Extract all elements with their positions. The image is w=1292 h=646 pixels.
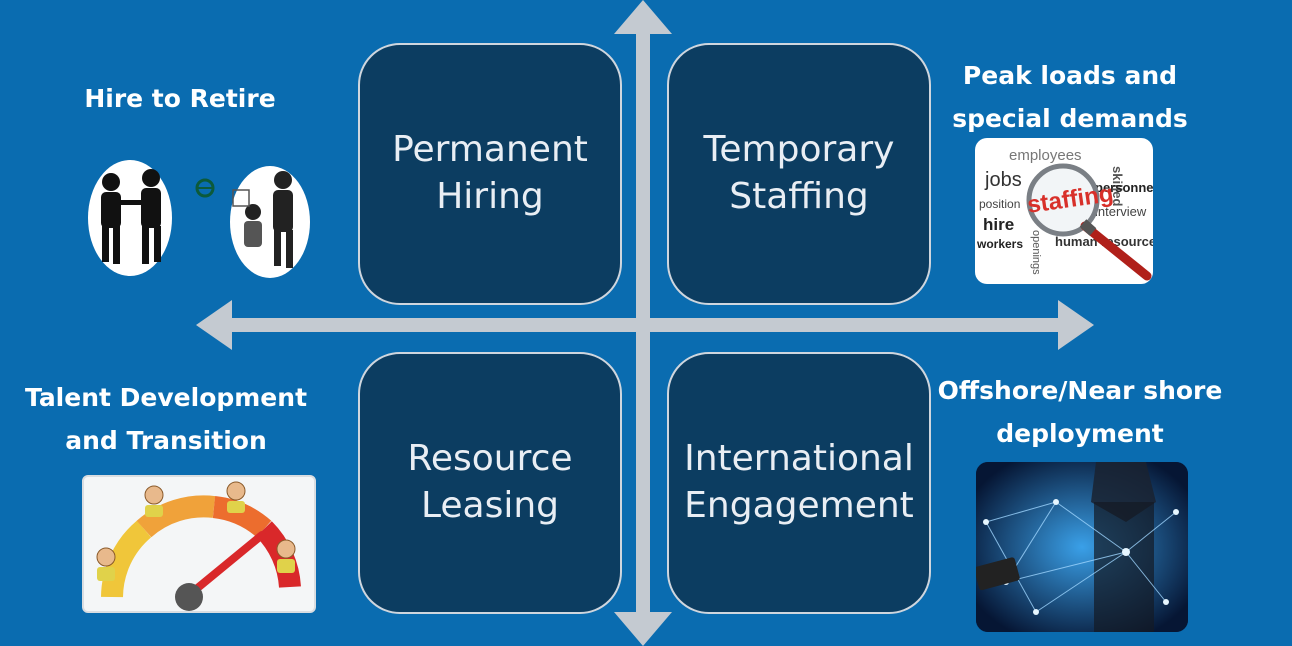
right-arrow-head: [1058, 300, 1094, 350]
word-hire: hire: [983, 215, 1014, 234]
word-position: position: [979, 197, 1020, 211]
word-skilled: skilled: [1110, 166, 1125, 207]
quadrant-permanent-hiring: Permanent Hiring: [358, 43, 622, 305]
word-openings: openings: [1030, 230, 1042, 275]
up-arrow-head: [614, 0, 672, 34]
horizontal-axis: [225, 318, 1065, 332]
word-workers: workers: [976, 237, 1023, 251]
magnifying-glass-icon: [1026, 163, 1152, 281]
talent-gauge-icon: [82, 475, 316, 613]
label-hire-to-retire: Hire to Retire: [84, 84, 276, 113]
down-arrow-head: [614, 612, 672, 646]
quadrant-label: Temporary Staffing: [703, 129, 895, 217]
word-jobs: jobs: [984, 169, 1022, 191]
word-personnel: personnel: [1095, 180, 1153, 195]
quadrant-temporary-staffing: Temporary Staffing: [667, 43, 931, 305]
label-peak-loads: Peak loads and special demands: [952, 61, 1188, 133]
global-network-icon: [976, 462, 1188, 632]
label-offshore-deployment: Offshore/Near shore deployment: [937, 376, 1223, 448]
quadrant-label: Permanent Hiring: [392, 129, 588, 217]
quadrant-international-engagement: International Engagement: [667, 352, 931, 614]
left-arrow-head: [196, 300, 232, 350]
handshake-people-icon: [85, 160, 313, 278]
quadrant-resource-leasing: Resource Leasing: [358, 352, 622, 614]
quadrant-label: International Engagement: [684, 438, 914, 526]
word-interview: interview: [1095, 204, 1147, 219]
staffing-word-cloud: employees jobs skilled position personne…: [975, 138, 1153, 284]
word-employees: employees: [1009, 147, 1082, 164]
quadrant-label: Resource Leasing: [407, 438, 573, 526]
label-talent-development: Talent Development and Transition: [24, 383, 308, 455]
